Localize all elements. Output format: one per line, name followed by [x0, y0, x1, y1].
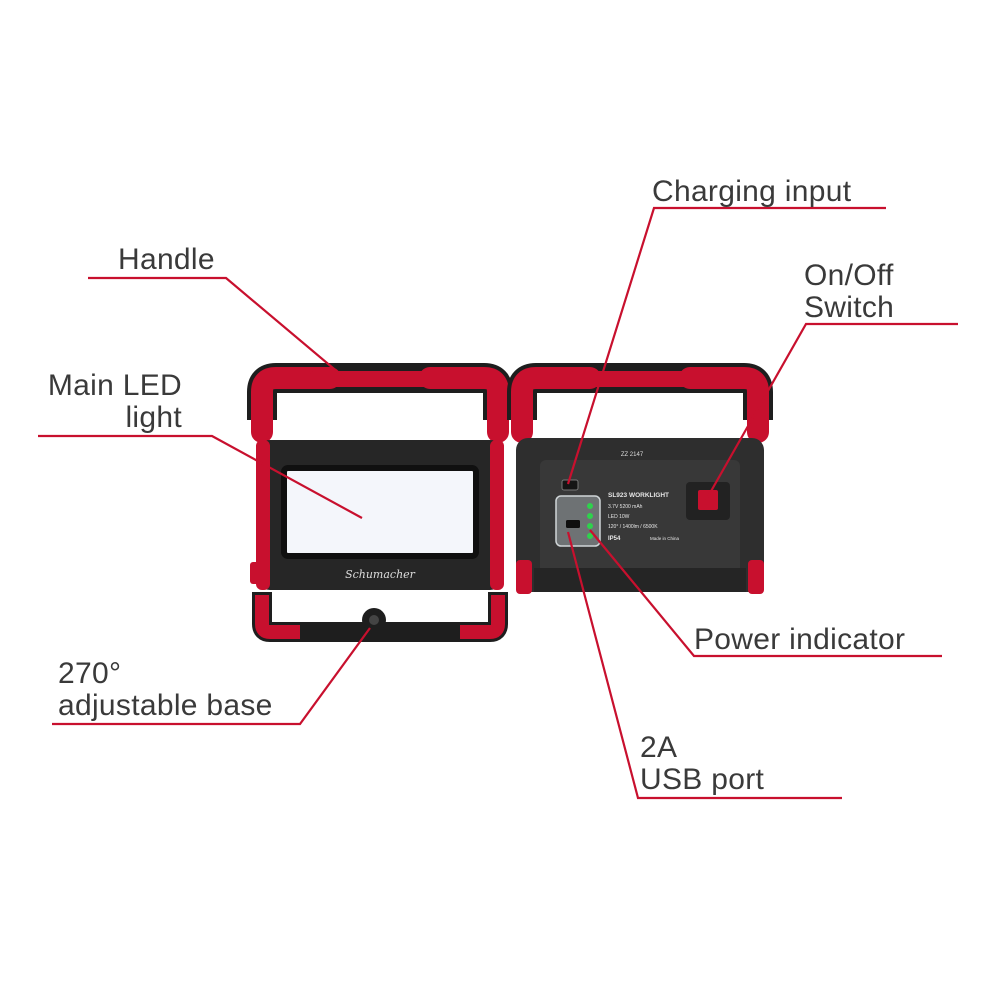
- main-led-panel: [281, 465, 479, 559]
- charging-input-port: [561, 479, 579, 491]
- main-led-leader: [38, 434, 363, 519]
- power-indicator-led-4: [587, 533, 593, 539]
- usb-port: [566, 520, 580, 528]
- main-led-label: Main LED light: [47, 369, 182, 434]
- charging-input-leader: [566, 206, 886, 485]
- handle-leader: [88, 276, 353, 385]
- usb-port-leader: [566, 531, 842, 800]
- handle-label: Handle: [118, 243, 215, 276]
- power-indicator-led-1: [587, 503, 593, 509]
- callout-lines: [38, 206, 958, 800]
- made-in-text: Made in China: [650, 536, 680, 541]
- usb-port-label: 2A USB port: [640, 731, 765, 796]
- adjustable-base-label: 270° adjustable base: [58, 657, 273, 722]
- power-indicator-led-2: [587, 513, 593, 519]
- spec-line-2: 3.7V 5200 mAh: [608, 504, 643, 510]
- spec-label: SL923 WORKLIGHT 3.7V 5200 mAh LED 10W 12…: [608, 492, 680, 542]
- power-indicator-led-3: [587, 523, 593, 529]
- adjustable-base: [252, 592, 508, 642]
- worklight-back-view: ZZ 2147 SL923 WORKLIGHT 3.7V 5200 mAh LE…: [507, 363, 773, 594]
- spec-line-3: LED 10W: [608, 514, 630, 520]
- spec-line-5: IP54: [608, 536, 621, 542]
- on-off-switch: [698, 490, 718, 510]
- on-off-switch-label: On/Off Switch: [804, 259, 895, 324]
- spec-line-1: SL923 WORKLIGHT: [608, 492, 669, 499]
- charging-input-label: Charging input: [652, 175, 852, 208]
- handle: [247, 363, 513, 443]
- base-leader: [52, 627, 371, 726]
- brand-logo: Schumacher: [345, 568, 416, 581]
- power-indicator-leader: [589, 529, 942, 658]
- power-indicator-label: Power indicator: [694, 623, 906, 656]
- worklight-front-view: Schumacher: [247, 363, 513, 642]
- serial-number: ZZ 2147: [621, 452, 644, 458]
- switch-leader: [705, 322, 958, 501]
- spec-line-4: 120° / 1400lm / 6500K: [608, 524, 658, 530]
- back-handle: [507, 363, 773, 443]
